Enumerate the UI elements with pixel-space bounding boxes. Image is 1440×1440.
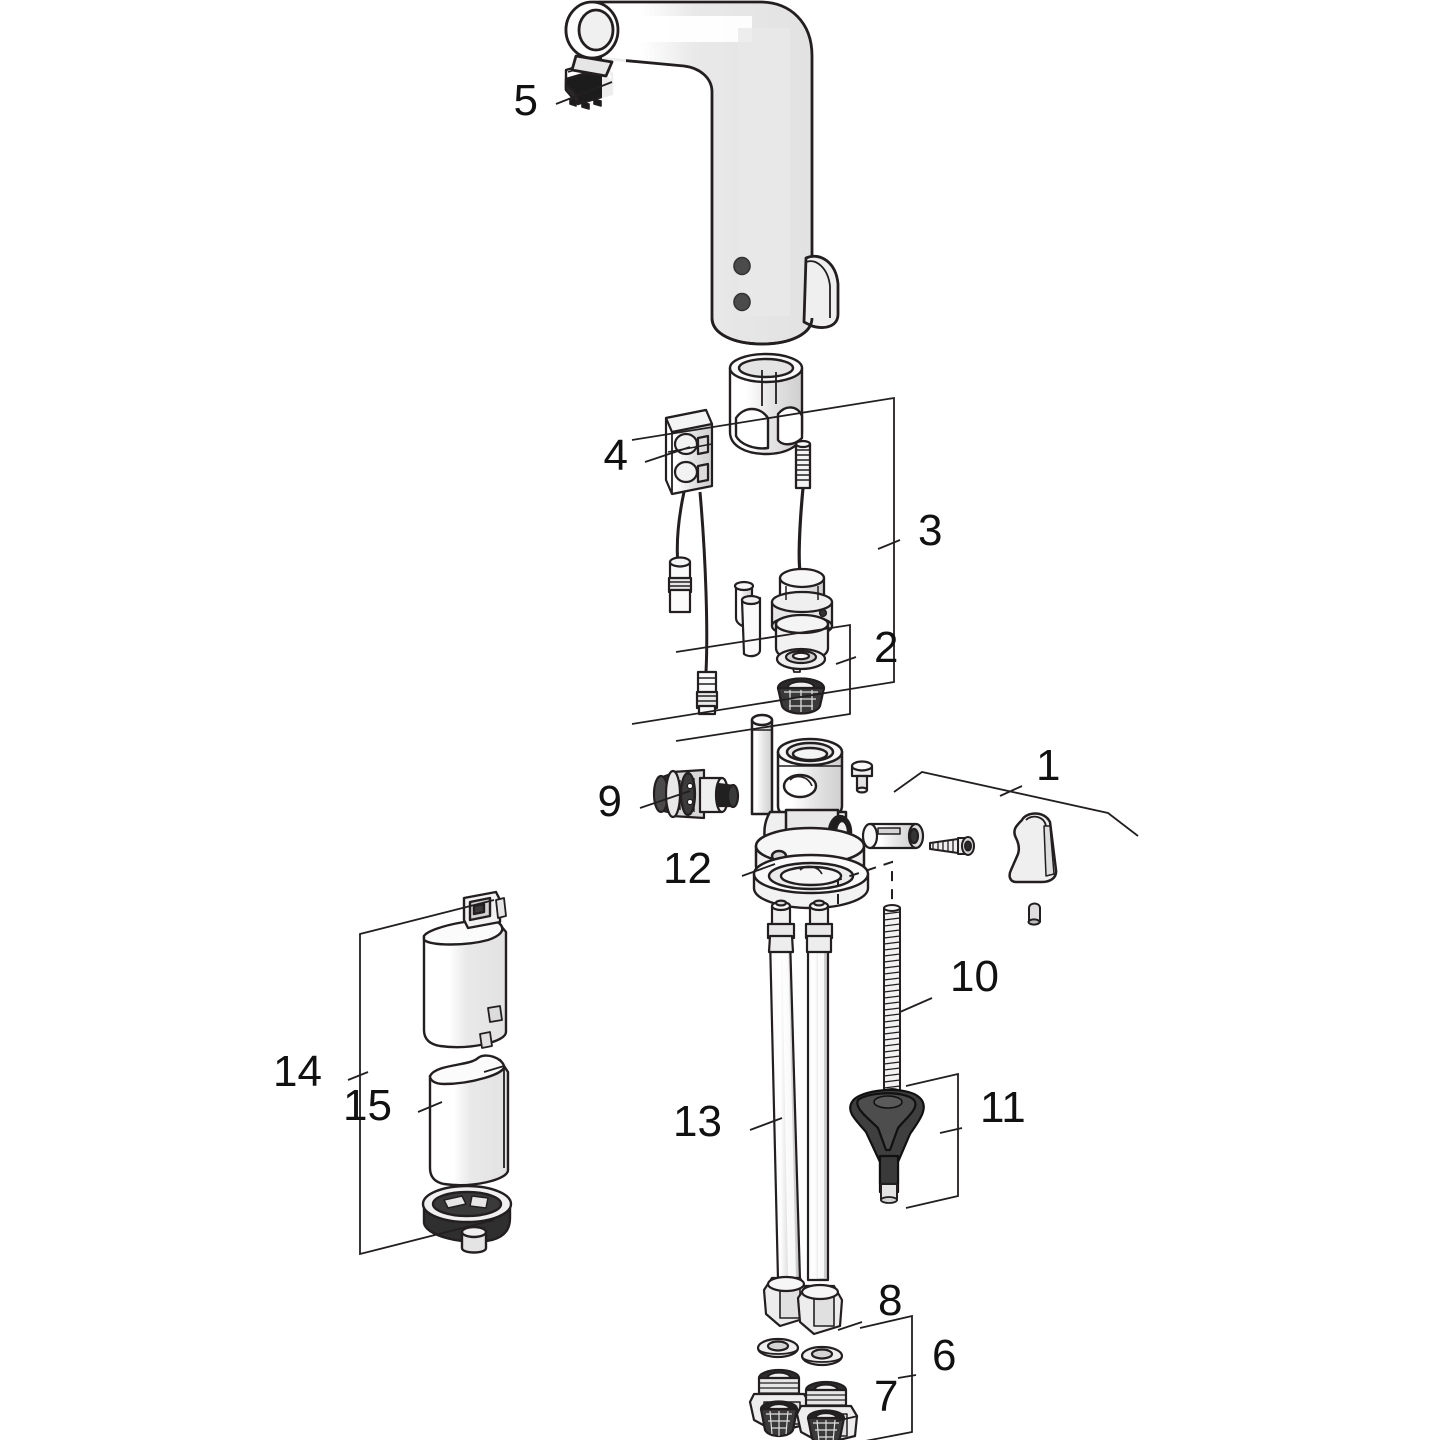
part-wedge-bracket <box>1008 812 1058 884</box>
part-base-gasket <box>752 853 870 910</box>
part-oring-seal <box>775 647 827 671</box>
part-threaded-stud <box>883 904 901 1096</box>
callout-label-8: 8 <box>878 1276 902 1325</box>
bracket-group-1 <box>893 771 1139 837</box>
part-small-screw <box>850 760 874 794</box>
leader-8 <box>837 1321 863 1331</box>
part-stud-sleeve <box>861 822 925 850</box>
part-flexible-hose-left <box>762 899 810 1328</box>
part-washer-right <box>800 1345 844 1367</box>
callout-label-4: 4 <box>604 431 628 480</box>
leader-11 <box>939 1127 963 1134</box>
part-valve-body <box>750 713 866 886</box>
bracket-group-2 <box>675 623 851 742</box>
leader-5 <box>555 81 613 105</box>
sensor-dot-lower <box>733 292 751 312</box>
callout-label-11: 11 <box>980 1083 1026 1132</box>
callout-label-7: 7 <box>874 1372 898 1421</box>
bracket-group-14 <box>359 899 495 1256</box>
part-filter-strainer-left <box>759 1400 799 1438</box>
callout-label-5: 5 <box>514 76 538 125</box>
callout-label-12: 12 <box>663 844 712 893</box>
sensor-dot-upper <box>733 256 751 276</box>
callout-label-6: 6 <box>932 1331 956 1380</box>
leader-14 <box>347 1071 369 1081</box>
part-washer-left <box>756 1337 800 1359</box>
part-check-valve <box>652 768 740 820</box>
leader-6 <box>897 1374 917 1379</box>
part-battery-cell <box>428 1054 510 1187</box>
callout-label-10: 10 <box>950 952 999 1001</box>
leader-4 <box>644 446 691 463</box>
callout-leaders <box>347 81 1023 1422</box>
leader-2 <box>835 656 857 665</box>
callout-label-2: 2 <box>874 623 898 672</box>
bracket-group-6 <box>859 1314 913 1440</box>
leader-7 <box>835 1415 859 1422</box>
leader-13 <box>749 1117 783 1131</box>
part-cover-sleeve <box>728 352 804 456</box>
bracket-group-11 <box>905 1072 959 1209</box>
bracket-group-3 <box>631 396 895 725</box>
callout-label-3: 3 <box>918 506 942 555</box>
callout-label-13: 13 <box>673 1097 722 1146</box>
part-battery-housing <box>422 890 508 1049</box>
callout-label-15: 15 <box>343 1081 392 1130</box>
callout-label-9: 9 <box>598 777 622 826</box>
part-mounting-tool <box>849 1088 925 1204</box>
callout-label-1: 1 <box>1036 741 1060 790</box>
part-sensor-module <box>664 408 719 716</box>
leader-15 <box>417 1101 443 1113</box>
part-filter-strainer-right <box>806 1409 846 1440</box>
leader-10 <box>899 997 933 1013</box>
callout-label-14: 14 <box>273 1047 322 1096</box>
part-faucet-spout <box>564 0 840 346</box>
part-rubber-plug <box>1027 902 1041 926</box>
part-flexible-hose-right <box>796 899 844 1336</box>
leader-9 <box>639 790 691 809</box>
part-allen-screw <box>929 836 975 856</box>
part-solenoid-valve <box>770 439 834 673</box>
leader-12 <box>741 863 776 877</box>
leader-1 <box>999 785 1023 797</box>
leader-3 <box>877 539 901 550</box>
